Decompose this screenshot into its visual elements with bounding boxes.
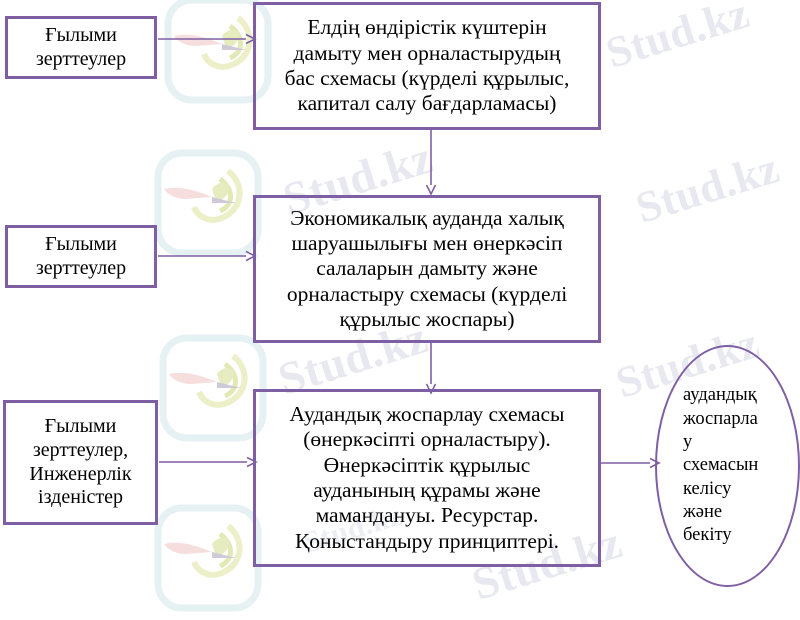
text-line: (өнеркәсіпті орналастыру).: [303, 427, 551, 452]
connector-input-bottom-to-stage-3: [159, 449, 259, 475]
node-input-bottom-label: Ғылыми зерттеулер, Инженерлік ізденістер: [6, 415, 155, 509]
text-line: мамандануы. Ресурстар.: [315, 503, 539, 528]
text-line: келісу: [683, 478, 732, 499]
node-stage-1[interactable]: Елдің өндірістік күштерін дамыту мен орн…: [253, 2, 601, 130]
text-line: Инженерлік: [29, 462, 132, 485]
watermark-text: Stud.kz: [630, 143, 785, 233]
text-line: Ғылыми: [44, 415, 117, 438]
text-line: жоспарла: [683, 408, 758, 429]
text-line: салаларын дамыту және: [316, 256, 538, 281]
text-line: схемасын: [683, 455, 759, 476]
text-line: Қоныстандыру принциптері.: [294, 528, 560, 553]
text-line: зерттеулер: [35, 256, 127, 279]
text-line: Өнеркәсіптік құрылыс: [323, 452, 531, 477]
text-line: орналастыру схемасы (күрделі: [286, 281, 568, 306]
connector-input-middle-to-stage-2: [158, 243, 258, 269]
node-stage-2-label: Экономикалық ауданда халық шаруашылығы м…: [256, 206, 598, 333]
text-line: ізденістер: [38, 486, 123, 509]
text-line: капитал салу бағдарламасы): [297, 91, 557, 116]
text-line: Экономикалық ауданда халық: [290, 205, 564, 230]
hummingbird-logo-icon: [154, 504, 262, 612]
text-line: зерттеулер,: [32, 438, 129, 461]
node-approval[interactable]: аудандық жоспарла у схемасын келісу және…: [655, 345, 800, 587]
text-line: Елдің өндірістік күштерін: [307, 15, 547, 40]
text-line: құрылыс жоспары): [339, 307, 515, 332]
text-line: бекіту: [683, 525, 732, 546]
watermark-text: Stud.kz: [600, 0, 755, 78]
text-line: ауданының құрамы және: [313, 478, 541, 502]
text-line: дамыту мен орналастырудың: [293, 40, 561, 65]
node-input-bottom[interactable]: Ғылыми зерттеулер, Инженерлік ізденістер: [3, 400, 158, 525]
text-line: бас схемасы (күрделі құрылыс,: [284, 66, 570, 90]
connector-stage-2-to-stage-3: [418, 342, 444, 395]
node-stage-1-label: Елдің өндірістік күштерін дамыту мен орн…: [256, 15, 598, 116]
node-stage-2[interactable]: Экономикалық ауданда халық шаруашылығы м…: [253, 195, 601, 343]
node-input-top-label: Ғылыми зерттеулер: [8, 24, 154, 71]
connector-input-top-to-stage-1: [158, 26, 258, 52]
text-line: у: [683, 432, 693, 453]
text-line: Ғылыми: [45, 232, 117, 255]
text-line: Аудандық жоспарлау схемасы: [289, 401, 565, 426]
text-line: аудандық: [683, 385, 757, 406]
node-approval-label: аудандық жоспарла у схемасын келісу және…: [657, 384, 798, 547]
text-line: зерттеулер: [35, 47, 127, 70]
diagram-canvas: Stud.kz Stud.kz Stud.kz Stud.kz Stud.kz …: [3, 0, 800, 612]
node-input-middle-label: Ғылыми зерттеулер: [8, 233, 154, 280]
connector-stage-3-to-approval: [600, 450, 662, 476]
node-stage-3-label: Аудандық жоспарлау схемасы (өнеркәсіпті …: [256, 402, 598, 554]
text-line: және: [683, 501, 723, 522]
node-stage-3[interactable]: Аудандық жоспарлау схемасы (өнеркәсіпті …: [253, 389, 601, 567]
node-input-middle[interactable]: Ғылыми зерттеулер: [5, 225, 157, 288]
text-line: шаруашылығы мен өнеркәсіп: [291, 230, 563, 255]
text-line: Ғылыми: [45, 23, 117, 46]
connector-stage-1-to-stage-2: [418, 129, 444, 196]
node-input-top[interactable]: Ғылыми зерттеулер: [5, 16, 157, 79]
